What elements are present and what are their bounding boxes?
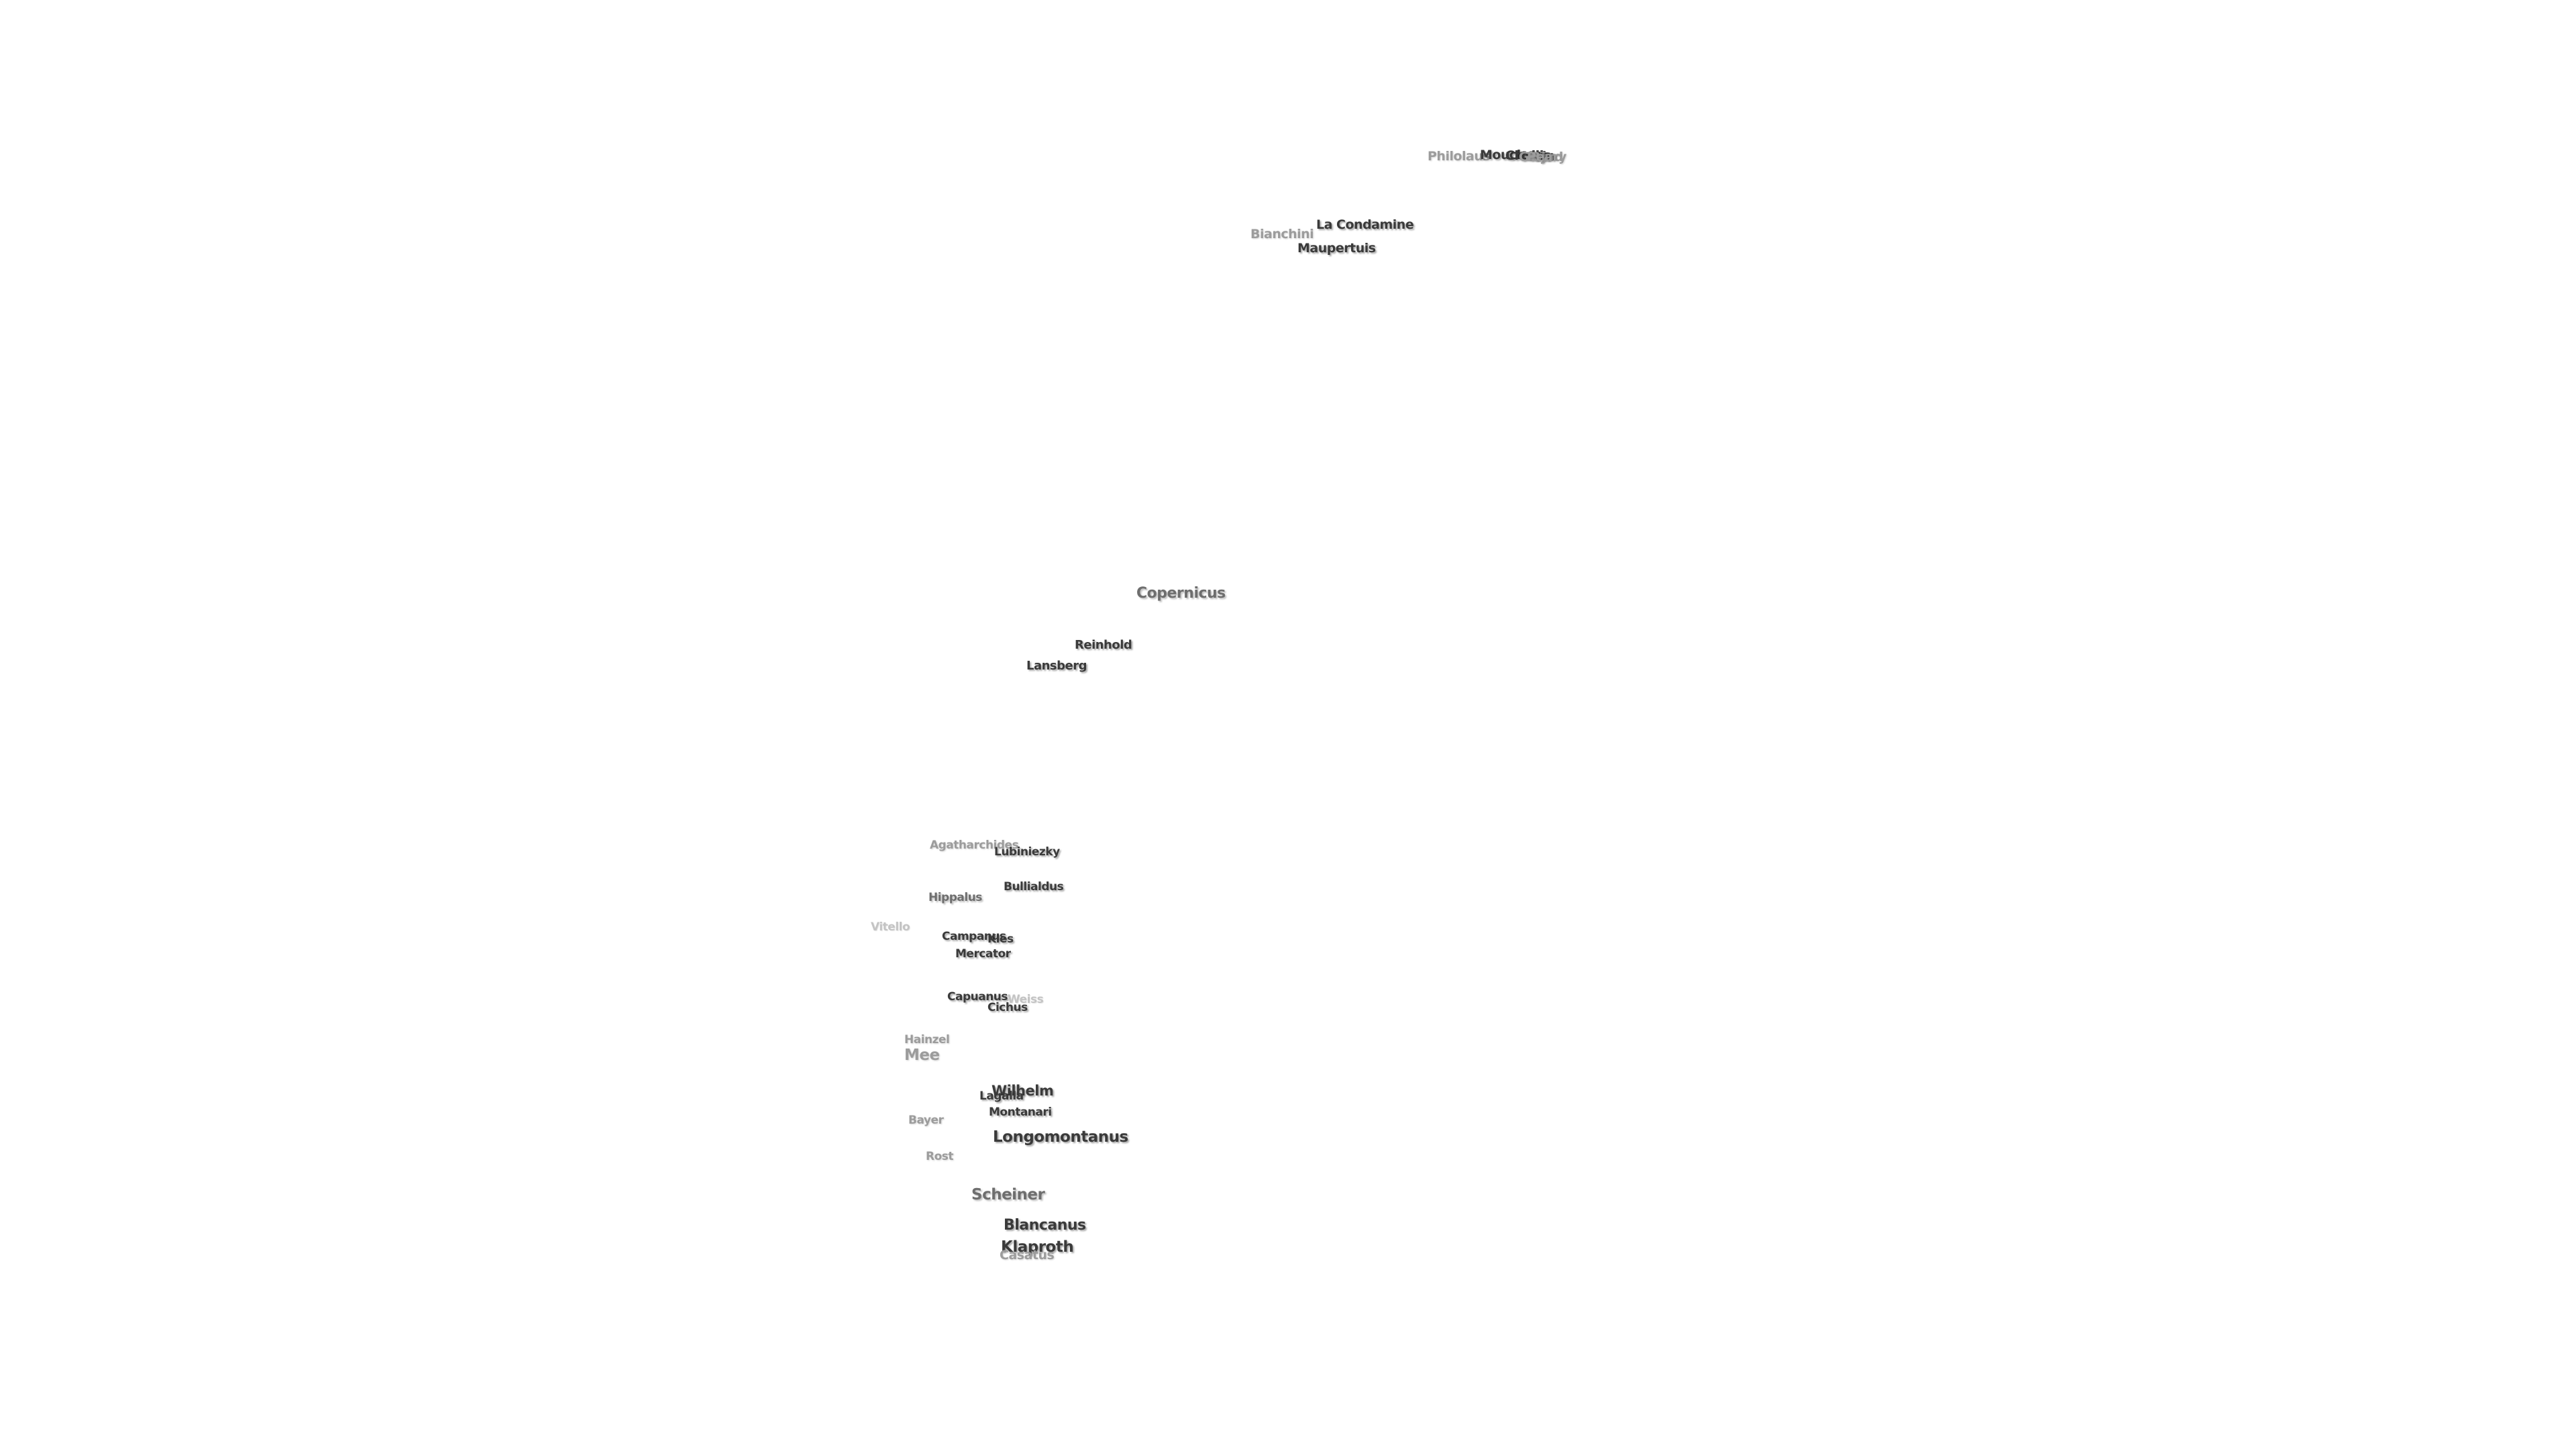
crater-label-hainzel[interactable]: Hainzel <box>904 1033 950 1046</box>
crater-label-blancanus[interactable]: Blancanus <box>1004 1217 1086 1234</box>
crater-label-lansberg[interactable]: Lansberg <box>1026 659 1087 673</box>
crater-label-lagalla[interactable]: Lagalla <box>979 1089 1024 1103</box>
crater-label-cichus[interactable]: Cichus <box>987 1001 1028 1014</box>
crater-label-hippalus[interactable]: Hippalus <box>928 891 982 904</box>
crater-label-copernicus[interactable]: Copernicus <box>1136 585 1226 602</box>
crater-label-capuanus[interactable]: Capuanus <box>947 990 1008 1004</box>
crater-label-la-condamine[interactable]: La Condamine <box>1316 217 1414 232</box>
crater-label-philolaus[interactable]: Philolaus <box>1428 149 1491 164</box>
crater-label-campanus[interactable]: Campanus <box>942 930 1006 943</box>
crater-label-weiss[interactable]: Weiss <box>1008 993 1044 1006</box>
crater-label-klaproth[interactable]: Klaproth <box>1001 1238 1074 1256</box>
crater-label-gioja[interactable]: Gioja <box>1519 150 1554 164</box>
crater-label-reinhold[interactable]: Reinhold <box>1075 638 1132 652</box>
crater-label-wilhelm[interactable]: Wilhelm <box>991 1083 1054 1099</box>
crater-label-kies[interactable]: Kies <box>987 932 1014 946</box>
crater-label-mee[interactable]: Mee <box>904 1046 940 1064</box>
crater-label-main[interactable]: Main <box>1521 149 1555 164</box>
crater-label-agatharchides[interactable]: Agatharchides <box>930 839 1019 852</box>
crater-label-bullialdus[interactable]: Bullialdus <box>1004 880 1064 894</box>
crater-label-byrd[interactable]: Byrd <box>1531 150 1563 164</box>
crater-label-lubiniezky[interactable]: Lubiniezky <box>994 845 1060 859</box>
crater-label-montanari[interactable]: Montanari <box>989 1106 1052 1119</box>
crater-label-peary[interactable]: Peary <box>1527 150 1566 164</box>
crater-label-maupertuis[interactable]: Maupertuis <box>1297 241 1376 256</box>
crater-label-mercator[interactable]: Mercator <box>955 947 1011 961</box>
crater-label-bianchini[interactable]: Bianchini <box>1250 227 1314 241</box>
crater-label-vitello[interactable]: Vitello <box>871 920 910 934</box>
crater-label-challis[interactable]: Challis <box>1505 148 1551 163</box>
crater-label-bayer[interactable]: Bayer <box>908 1114 944 1127</box>
crater-label-rost[interactable]: Rost <box>926 1150 954 1163</box>
crater-label-longomontanus[interactable]: Longomontanus <box>993 1128 1128 1146</box>
crater-label-casatus[interactable]: Casatus <box>1000 1248 1055 1263</box>
crater-label-mouchez[interactable]: Mouchez <box>1480 148 1541 162</box>
crater-label-scheiner[interactable]: Scheiner <box>971 1186 1045 1203</box>
